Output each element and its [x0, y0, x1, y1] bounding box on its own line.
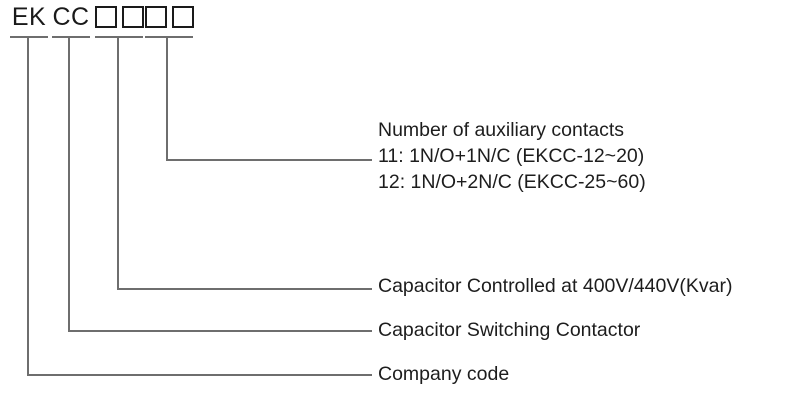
code-segment-company: EK: [10, 2, 48, 32]
callout-aux-contacts-title: Number of auxiliary contacts: [378, 119, 625, 141]
code-segment-company-label: EK: [11, 2, 47, 31]
aux-box-pair: [145, 6, 194, 28]
callout-aux-contacts-option-12: 12: 1N/O+2N/C (EKCC-25~60): [378, 171, 646, 193]
leader-kvar-rating: [117, 37, 372, 290]
callout-company-code-label: Company code: [378, 363, 510, 385]
callout-product-type-label: Capacitor Switching Contactor: [378, 319, 641, 341]
code-segment-aux: [145, 2, 194, 32]
kvar-box-1: [95, 6, 117, 28]
code-segment-kvar: [95, 2, 144, 32]
code-segment-series-label: CC: [52, 2, 90, 31]
code-segment-series: CC: [52, 2, 90, 32]
kvar-box-2: [122, 6, 144, 28]
leader-aux-contacts: [166, 37, 372, 161]
kvar-box-pair: [95, 6, 144, 28]
aux-box-2: [172, 6, 194, 28]
aux-box-1: [145, 6, 167, 28]
leader-company-code: [27, 37, 372, 376]
product-code-row: EK CC: [0, 0, 260, 40]
callout-aux-contacts-option-11: 11: 1N/O+1N/C (EKCC-12~20): [378, 145, 645, 167]
callout-kvar-rating-label: Capacitor Controlled at 400V/440V(Kvar): [378, 275, 733, 297]
leader-product-type: [68, 37, 372, 332]
